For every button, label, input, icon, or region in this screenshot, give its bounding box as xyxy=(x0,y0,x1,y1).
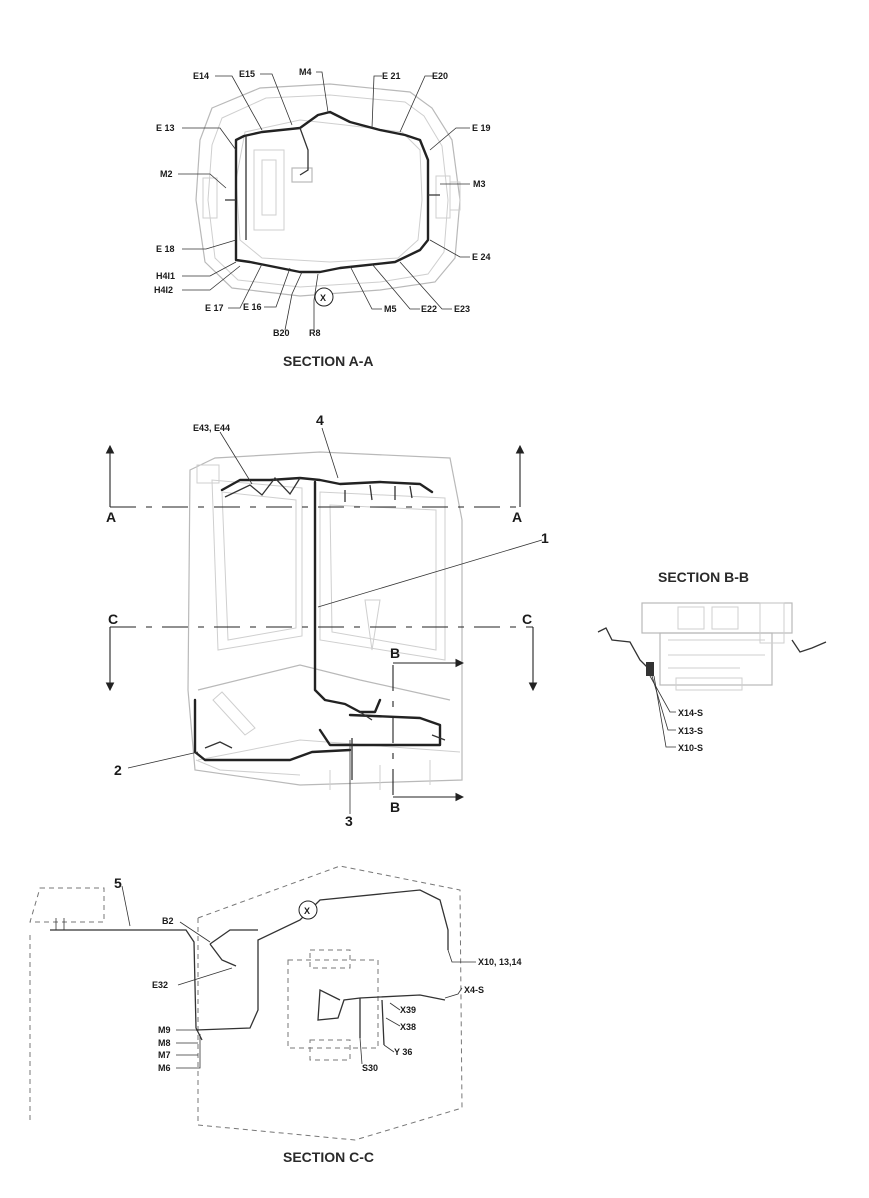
label-e24: E 24 xyxy=(472,252,491,262)
label-e21: E 21 xyxy=(382,71,401,81)
section-bb: SECTION B-B X14-S X13-S X10-S xyxy=(597,569,827,753)
section-bb-title: SECTION B-B xyxy=(658,569,749,585)
label-e18: E 18 xyxy=(156,244,175,254)
label-m6: M6 xyxy=(158,1063,171,1073)
label-s30: S30 xyxy=(362,1063,378,1073)
label-m5: M5 xyxy=(384,304,397,314)
label-x39: X39 xyxy=(400,1005,416,1015)
label-x38: X38 xyxy=(400,1022,416,1032)
cut-letter-b-top: B xyxy=(390,645,400,661)
connector-block xyxy=(646,662,654,676)
label-m8: M8 xyxy=(158,1038,171,1048)
label-x10-13-14: X10, 13,14 xyxy=(478,957,522,967)
section-aa-title: SECTION A-A xyxy=(283,353,373,369)
callout-3: 3 xyxy=(345,813,353,829)
label-x10s: X10-S xyxy=(678,743,703,753)
label-x4s: X4-S xyxy=(464,985,484,995)
label-e17: E 17 xyxy=(205,303,224,313)
label-b2: B2 xyxy=(162,916,174,926)
marker-x-cc-label: X xyxy=(304,906,310,916)
label-e20: E20 xyxy=(432,71,448,81)
label-x14s: X14-S xyxy=(678,708,703,718)
label-x13s: X13-S xyxy=(678,726,703,736)
label-y36: Y 36 xyxy=(394,1047,412,1057)
section-cc: 5 X B2 E32 M9 M8 M7 M6 X10, 13,14 X4-S X… xyxy=(29,865,522,1165)
label-e22: E22 xyxy=(421,304,437,314)
label-m3: M3 xyxy=(473,179,486,189)
label-h4i1: H4I1 xyxy=(156,271,175,281)
cut-letter-a-right: A xyxy=(512,509,522,525)
cut-letter-b-bottom: B xyxy=(390,799,400,815)
marker-x-aa xyxy=(314,287,334,307)
label-r8: R8 xyxy=(309,328,321,338)
label-e15: E15 xyxy=(239,69,255,79)
label-e14: E14 xyxy=(193,71,209,81)
section-aa: E14 E15 M4 E 21 E20 E 13 E 19 M2 M3 E 18… xyxy=(154,67,491,369)
marker-x-cc xyxy=(298,900,318,920)
callout-4: 4 xyxy=(316,412,324,428)
cut-letter-a-left: A xyxy=(106,509,116,525)
marker-x-aa-label: X xyxy=(320,293,326,303)
label-m4: M4 xyxy=(299,67,312,77)
callout-e43-e44: E43, E44 xyxy=(193,423,230,433)
callout-1: 1 xyxy=(541,530,549,546)
cut-letter-c-right: C xyxy=(522,611,532,627)
label-e19: E 19 xyxy=(472,123,491,133)
main-view: A A C C B B E43, E44 4 1 2 3 xyxy=(105,412,549,829)
label-b20: B20 xyxy=(273,328,290,338)
callout-5: 5 xyxy=(114,875,122,891)
label-m9: M9 xyxy=(158,1025,171,1035)
label-e13: E 13 xyxy=(156,123,175,133)
cut-letter-c-left: C xyxy=(108,611,118,627)
label-m2: M2 xyxy=(160,169,173,179)
section-cc-title: SECTION C-C xyxy=(283,1149,374,1165)
label-m7: M7 xyxy=(158,1050,171,1060)
label-e32: E32 xyxy=(152,980,168,990)
label-e23: E23 xyxy=(454,304,470,314)
label-h4i2: H4I2 xyxy=(154,285,173,295)
label-e16: E 16 xyxy=(243,302,262,312)
callout-2: 2 xyxy=(114,762,122,778)
